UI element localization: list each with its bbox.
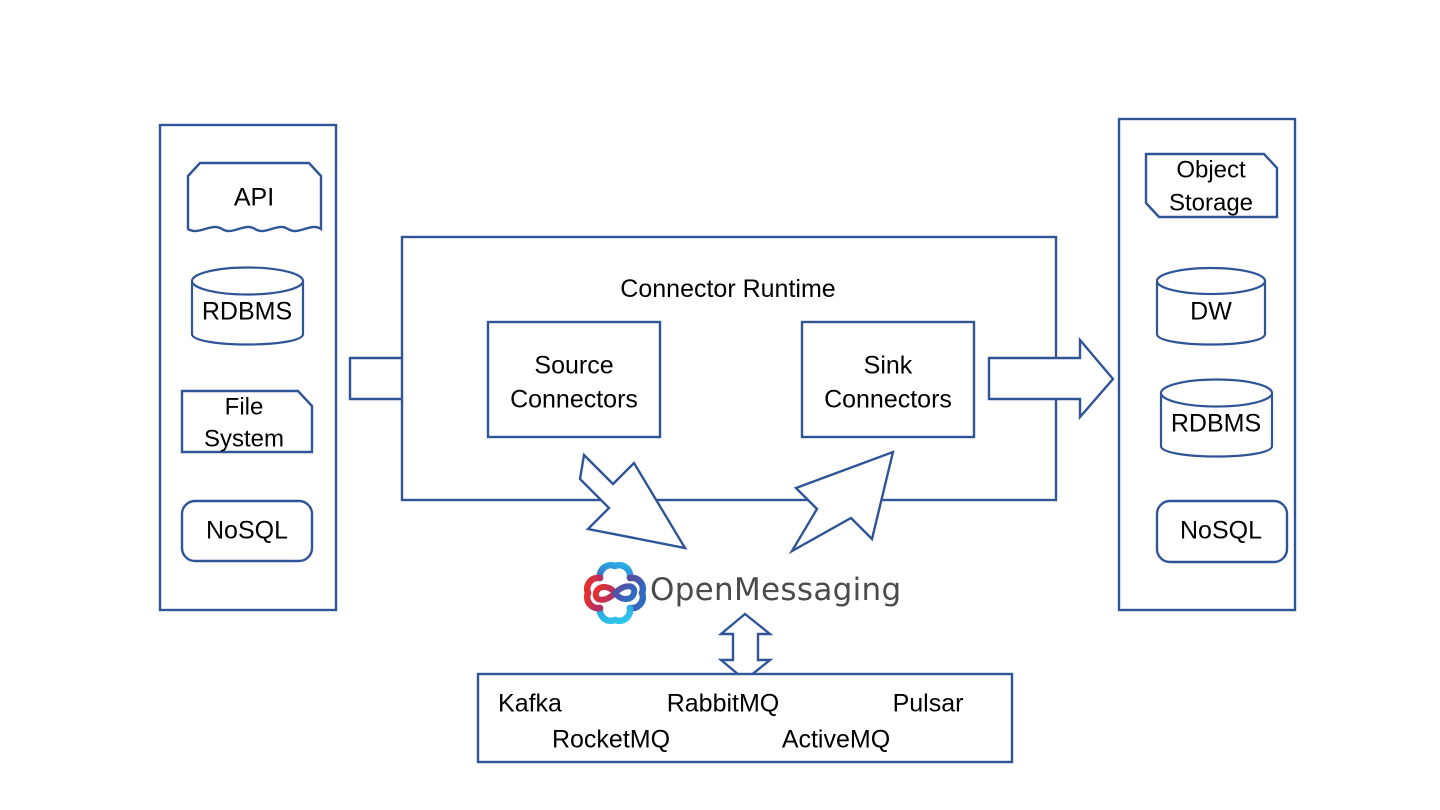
openmessaging-wordmark: OpenMessaging	[650, 572, 902, 608]
sink-rdbms-cylinder-body	[1159, 393, 1274, 458]
sink-node-nosql[interactable]: NoSQL	[1155, 499, 1289, 564]
broker-rocketmq: RocketMQ	[552, 726, 670, 754]
source-node-file-system[interactable]: File System	[180, 389, 314, 454]
arrow-bus-to-sink	[788, 450, 895, 555]
broker-kafka: Kafka	[498, 690, 562, 718]
connector-runtime: Connector Runtime Source Connectors Sink…	[400, 235, 1058, 502]
sink-node-object-storage[interactable]: Object Storage	[1144, 152, 1279, 219]
sink-connectors-label-line2: Connectors	[824, 386, 952, 414]
nosql-label: NoSQL	[206, 517, 288, 545]
file-system-shape	[180, 389, 314, 454]
broker-pulsar: Pulsar	[893, 690, 964, 718]
source-node-api[interactable]: API	[186, 161, 323, 233]
source-node-rdbms[interactable]: RDBMS	[190, 266, 305, 346]
object-storage-shape	[1144, 152, 1279, 219]
sink-nosql-label: NoSQL	[1180, 517, 1262, 545]
om-infinity	[592, 584, 618, 603]
rdbms-label: RDBMS	[202, 298, 292, 326]
dw-label: DW	[1190, 298, 1232, 326]
connector-runtime-title: Connector Runtime	[620, 275, 835, 303]
om-petal-right	[626, 574, 647, 612]
arrow-up-right-icon	[788, 450, 895, 555]
arrow-up-down-icon	[717, 612, 774, 682]
om-petal-top	[596, 561, 634, 582]
arrow-right-icon-out	[987, 336, 1115, 421]
sources-panel: API RDBMS File System NoSQL	[158, 123, 338, 612]
sink-node-dw[interactable]: DW	[1155, 266, 1267, 346]
sink-connectors-box[interactable]: Sink Connectors	[800, 320, 976, 439]
api-shape	[186, 161, 323, 233]
file-system-label-line1: File	[225, 393, 264, 420]
dw-cylinder-top	[1155, 266, 1267, 296]
broker-activemq: ActiveMQ	[782, 726, 890, 754]
brokers-box[interactable]: Kafka RabbitMQ Pulsar RocketMQ ActiveMQ	[476, 672, 1014, 764]
om-petal-left	[583, 574, 604, 612]
sinks-panel: Object Storage DW RDBMS NoSQL	[1117, 117, 1297, 612]
source-connectors-shape	[486, 320, 662, 439]
nosql-shape	[180, 499, 314, 563]
dw-cylinder-body	[1155, 281, 1267, 346]
broker-rabbitmq: RabbitMQ	[667, 690, 780, 718]
object-storage-label-line2: Storage	[1169, 189, 1253, 216]
source-connectors-box[interactable]: Source Connectors	[486, 320, 662, 439]
file-system-label-line2: System	[204, 425, 284, 452]
brokers-box-shape	[476, 672, 1014, 764]
sink-connectors-shape	[800, 320, 976, 439]
om-petal-bottom	[596, 604, 634, 625]
source-node-nosql[interactable]: NoSQL	[180, 499, 314, 563]
api-label: API	[234, 184, 274, 212]
openmessaging-clover-logo	[583, 561, 647, 625]
arrow-bus-to-brokers	[717, 612, 774, 682]
sink-node-rdbms[interactable]: RDBMS	[1159, 378, 1274, 458]
sink-rdbms-cylinder-top	[1159, 378, 1274, 408]
sink-connectors-label-line1: Sink	[864, 352, 913, 380]
om-infinity-right	[612, 583, 638, 602]
source-connectors-label-line2: Connectors	[510, 386, 638, 414]
arrow-runtime-to-sinks	[987, 336, 1115, 421]
source-connectors-label-line1: Source	[534, 352, 613, 380]
rdbms-cylinder-body	[190, 281, 305, 346]
arrow-down-right-icon	[578, 452, 688, 550]
sink-nosql-shape	[1155, 499, 1289, 564]
arrow-source-to-bus	[578, 452, 688, 550]
sink-rdbms-label: RDBMS	[1171, 410, 1261, 438]
object-storage-label-line1: Object	[1176, 156, 1246, 183]
rdbms-cylinder-top	[190, 266, 305, 296]
